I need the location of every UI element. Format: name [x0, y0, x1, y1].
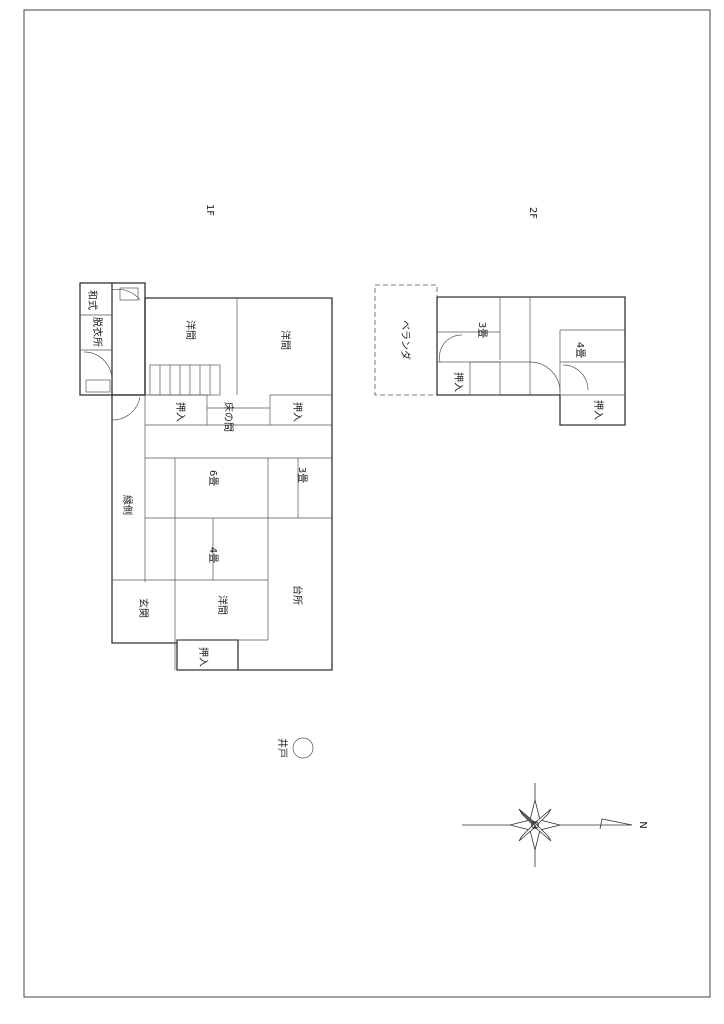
room-alcove: 床の間: [222, 402, 235, 432]
bathtub-icon: [85, 379, 111, 393]
room-engawa: 縁側: [121, 495, 134, 515]
stairs-2f: [469, 361, 501, 396]
compass-rose-icon: [462, 783, 633, 867]
room-2f-closet-left: 押入: [452, 372, 465, 392]
room-western-bottom: 洋間: [216, 595, 229, 615]
room-entrance: 玄関: [137, 598, 150, 618]
well-icon: [292, 737, 314, 759]
room-2f-four-mat: 4畳: [574, 342, 586, 358]
room-2f-balcony: ベランダ: [399, 320, 412, 360]
stairs: [149, 364, 221, 396]
floor-title-2f: 2F: [527, 207, 538, 219]
first-floor-plan: [79, 282, 333, 671]
room-2f-closet-right: 押入: [592, 400, 605, 420]
room-closet-right: 押入: [291, 402, 304, 422]
well-label: 井戸: [276, 738, 289, 758]
room-western-top-left: 洋間: [184, 320, 197, 340]
room-2f-three-mat: 3畳: [476, 322, 488, 338]
room-closet-left: 押入: [174, 402, 187, 422]
room-closet-bottom: 押入: [197, 647, 210, 667]
north-label: N: [637, 821, 648, 828]
room-six-mat: 6畳: [207, 470, 219, 486]
room-kitchen: 台所: [291, 585, 304, 605]
floor-title-1f: 1F: [204, 204, 215, 216]
room-toilet: 和式: [86, 290, 99, 310]
second-floor-plan: [374, 284, 626, 426]
room-three-mat: 3畳: [296, 467, 308, 483]
room-four-mat: 4畳: [207, 547, 219, 563]
room-western-top-right: 洋間: [279, 330, 292, 350]
page-frame: [23, 9, 711, 998]
room-dressing: 脱衣所: [91, 317, 104, 347]
